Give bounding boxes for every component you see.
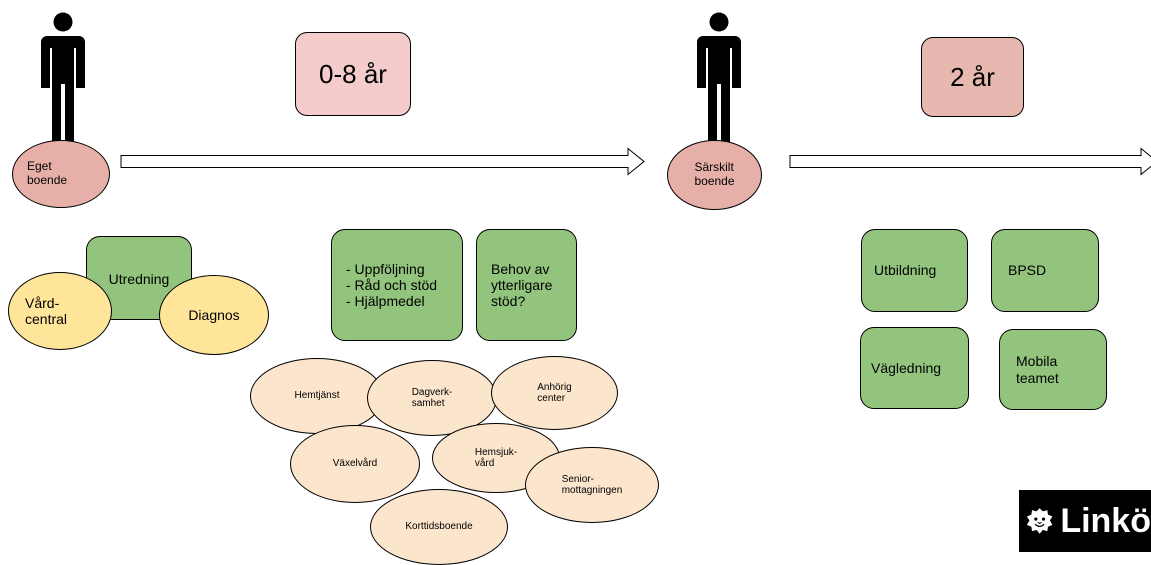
period-box-1: 0-8 år [295, 32, 411, 116]
person-icon [697, 12, 741, 144]
vagledning-box: Vägledning [860, 327, 969, 409]
diagnos-ellipse: Diagnos [159, 275, 269, 355]
period-label: 0-8 år [319, 58, 387, 89]
person-icon [41, 12, 85, 144]
vardcentral-ellipse: Vård- central [8, 272, 112, 350]
period-label: 2 år [950, 61, 995, 92]
utbildning-box: Utbildning [861, 229, 968, 312]
timeline-arrow-1 [120, 147, 645, 176]
stage-eget-boende: Eget boende [12, 140, 110, 208]
support-box: - Uppföljning - Råd och stöd - Hjälpmede… [331, 229, 463, 341]
linkoping-logo: Linkö [1019, 490, 1151, 552]
stage-sarskilt-boende: Särskilt boende [667, 140, 762, 210]
service-korttidsboende: Korttidsboende [370, 489, 508, 565]
lion-head-icon [1026, 508, 1053, 534]
service-dagverksamhet: Dagverk- samhet [367, 360, 497, 436]
service-anhorigcenter: Anhörig center [491, 356, 618, 430]
service-hemtjanst: Hemtjänst [250, 358, 384, 434]
timeline-arrow-2 [789, 147, 1151, 176]
period-box-2: 2 år [921, 37, 1024, 117]
behov-box: Behov av ytterligare stöd? [476, 229, 577, 341]
service-seniormottagningen: Senior- mottagningen [525, 447, 659, 523]
service-vaxelvard: Växelvård [290, 425, 420, 503]
logo-text: Linkö [1060, 501, 1151, 540]
mobila-teamet-box: Mobila teamet [999, 329, 1107, 410]
bpsd-box: BPSD [991, 229, 1099, 312]
